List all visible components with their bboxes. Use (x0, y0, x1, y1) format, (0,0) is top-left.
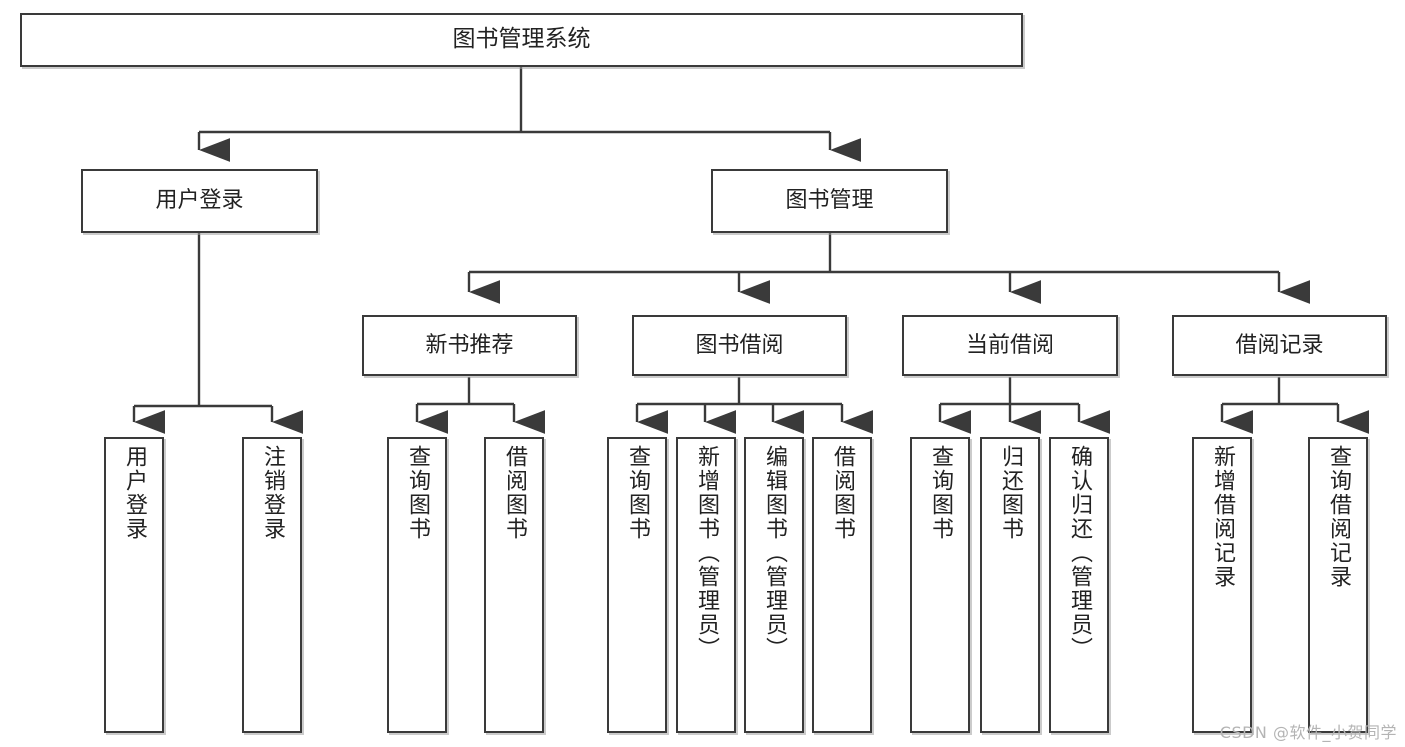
node-leaf-logout-login[interactable]: 注销登录 (242, 437, 302, 733)
node-leaf-query-book-2[interactable]: 查询图书 (607, 437, 667, 733)
node-label: 借阅记录 (1235, 332, 1324, 358)
node-label: 图书借阅 (695, 332, 784, 358)
node-leaf-borrow-book-1[interactable]: 借阅图书 (484, 437, 544, 733)
node-borrow-record[interactable]: 借阅记录 (1172, 315, 1387, 376)
node-leaf-user-login[interactable]: 用户登录 (104, 437, 164, 733)
node-label: 查询图书 (405, 445, 430, 541)
node-leaf-borrow-book-2[interactable]: 借阅图书 (812, 437, 872, 733)
node-book-borrow[interactable]: 图书借阅 (632, 315, 847, 376)
node-label: 查询图书 (625, 445, 650, 541)
node-label: 图书管理 (785, 188, 874, 214)
node-label: 新书推荐 (425, 332, 514, 358)
node-leaf-add-book-admin[interactable]: 新增图书（管理员） (676, 437, 736, 733)
node-label: 借阅图书 (502, 445, 527, 541)
node-root-book-management-system[interactable]: 图书管理系统 (20, 13, 1023, 67)
node-label: 用户登录 (122, 445, 147, 541)
node-leaf-confirm-return-admin[interactable]: 确认归还（管理员） (1049, 437, 1109, 733)
node-leaf-return-book[interactable]: 归还图书 (980, 437, 1040, 733)
node-leaf-query-book-1[interactable]: 查询图书 (387, 437, 447, 733)
node-current-borrow[interactable]: 当前借阅 (902, 315, 1118, 376)
node-leaf-query-borrow-record[interactable]: 查询借阅记录 (1308, 437, 1368, 733)
node-label: 新增借阅记录 (1210, 445, 1235, 589)
node-label: 用户登录 (155, 188, 244, 214)
node-new-book-recommend[interactable]: 新书推荐 (362, 315, 577, 376)
watermark: CSDN @软件_小贺同学 (1219, 723, 1397, 742)
node-label: 编辑图书（管理员） (762, 445, 787, 661)
node-label: 确认归还（管理员） (1067, 445, 1092, 661)
node-label: 归还图书 (998, 445, 1023, 541)
node-leaf-edit-book-admin[interactable]: 编辑图书（管理员） (744, 437, 804, 733)
node-label: 借阅图书 (830, 445, 855, 541)
node-label: 当前借阅 (965, 332, 1054, 358)
node-book-management[interactable]: 图书管理 (711, 169, 948, 233)
node-label: 图书管理系统 (452, 26, 591, 53)
node-label: 查询图书 (928, 445, 953, 541)
node-label: 新增图书（管理员） (694, 445, 719, 661)
node-leaf-add-borrow-record[interactable]: 新增借阅记录 (1192, 437, 1252, 733)
node-leaf-query-book-3[interactable]: 查询图书 (910, 437, 970, 733)
node-user-login[interactable]: 用户登录 (81, 169, 318, 233)
node-label: 注销登录 (260, 445, 285, 541)
node-label: 查询借阅记录 (1326, 445, 1351, 589)
